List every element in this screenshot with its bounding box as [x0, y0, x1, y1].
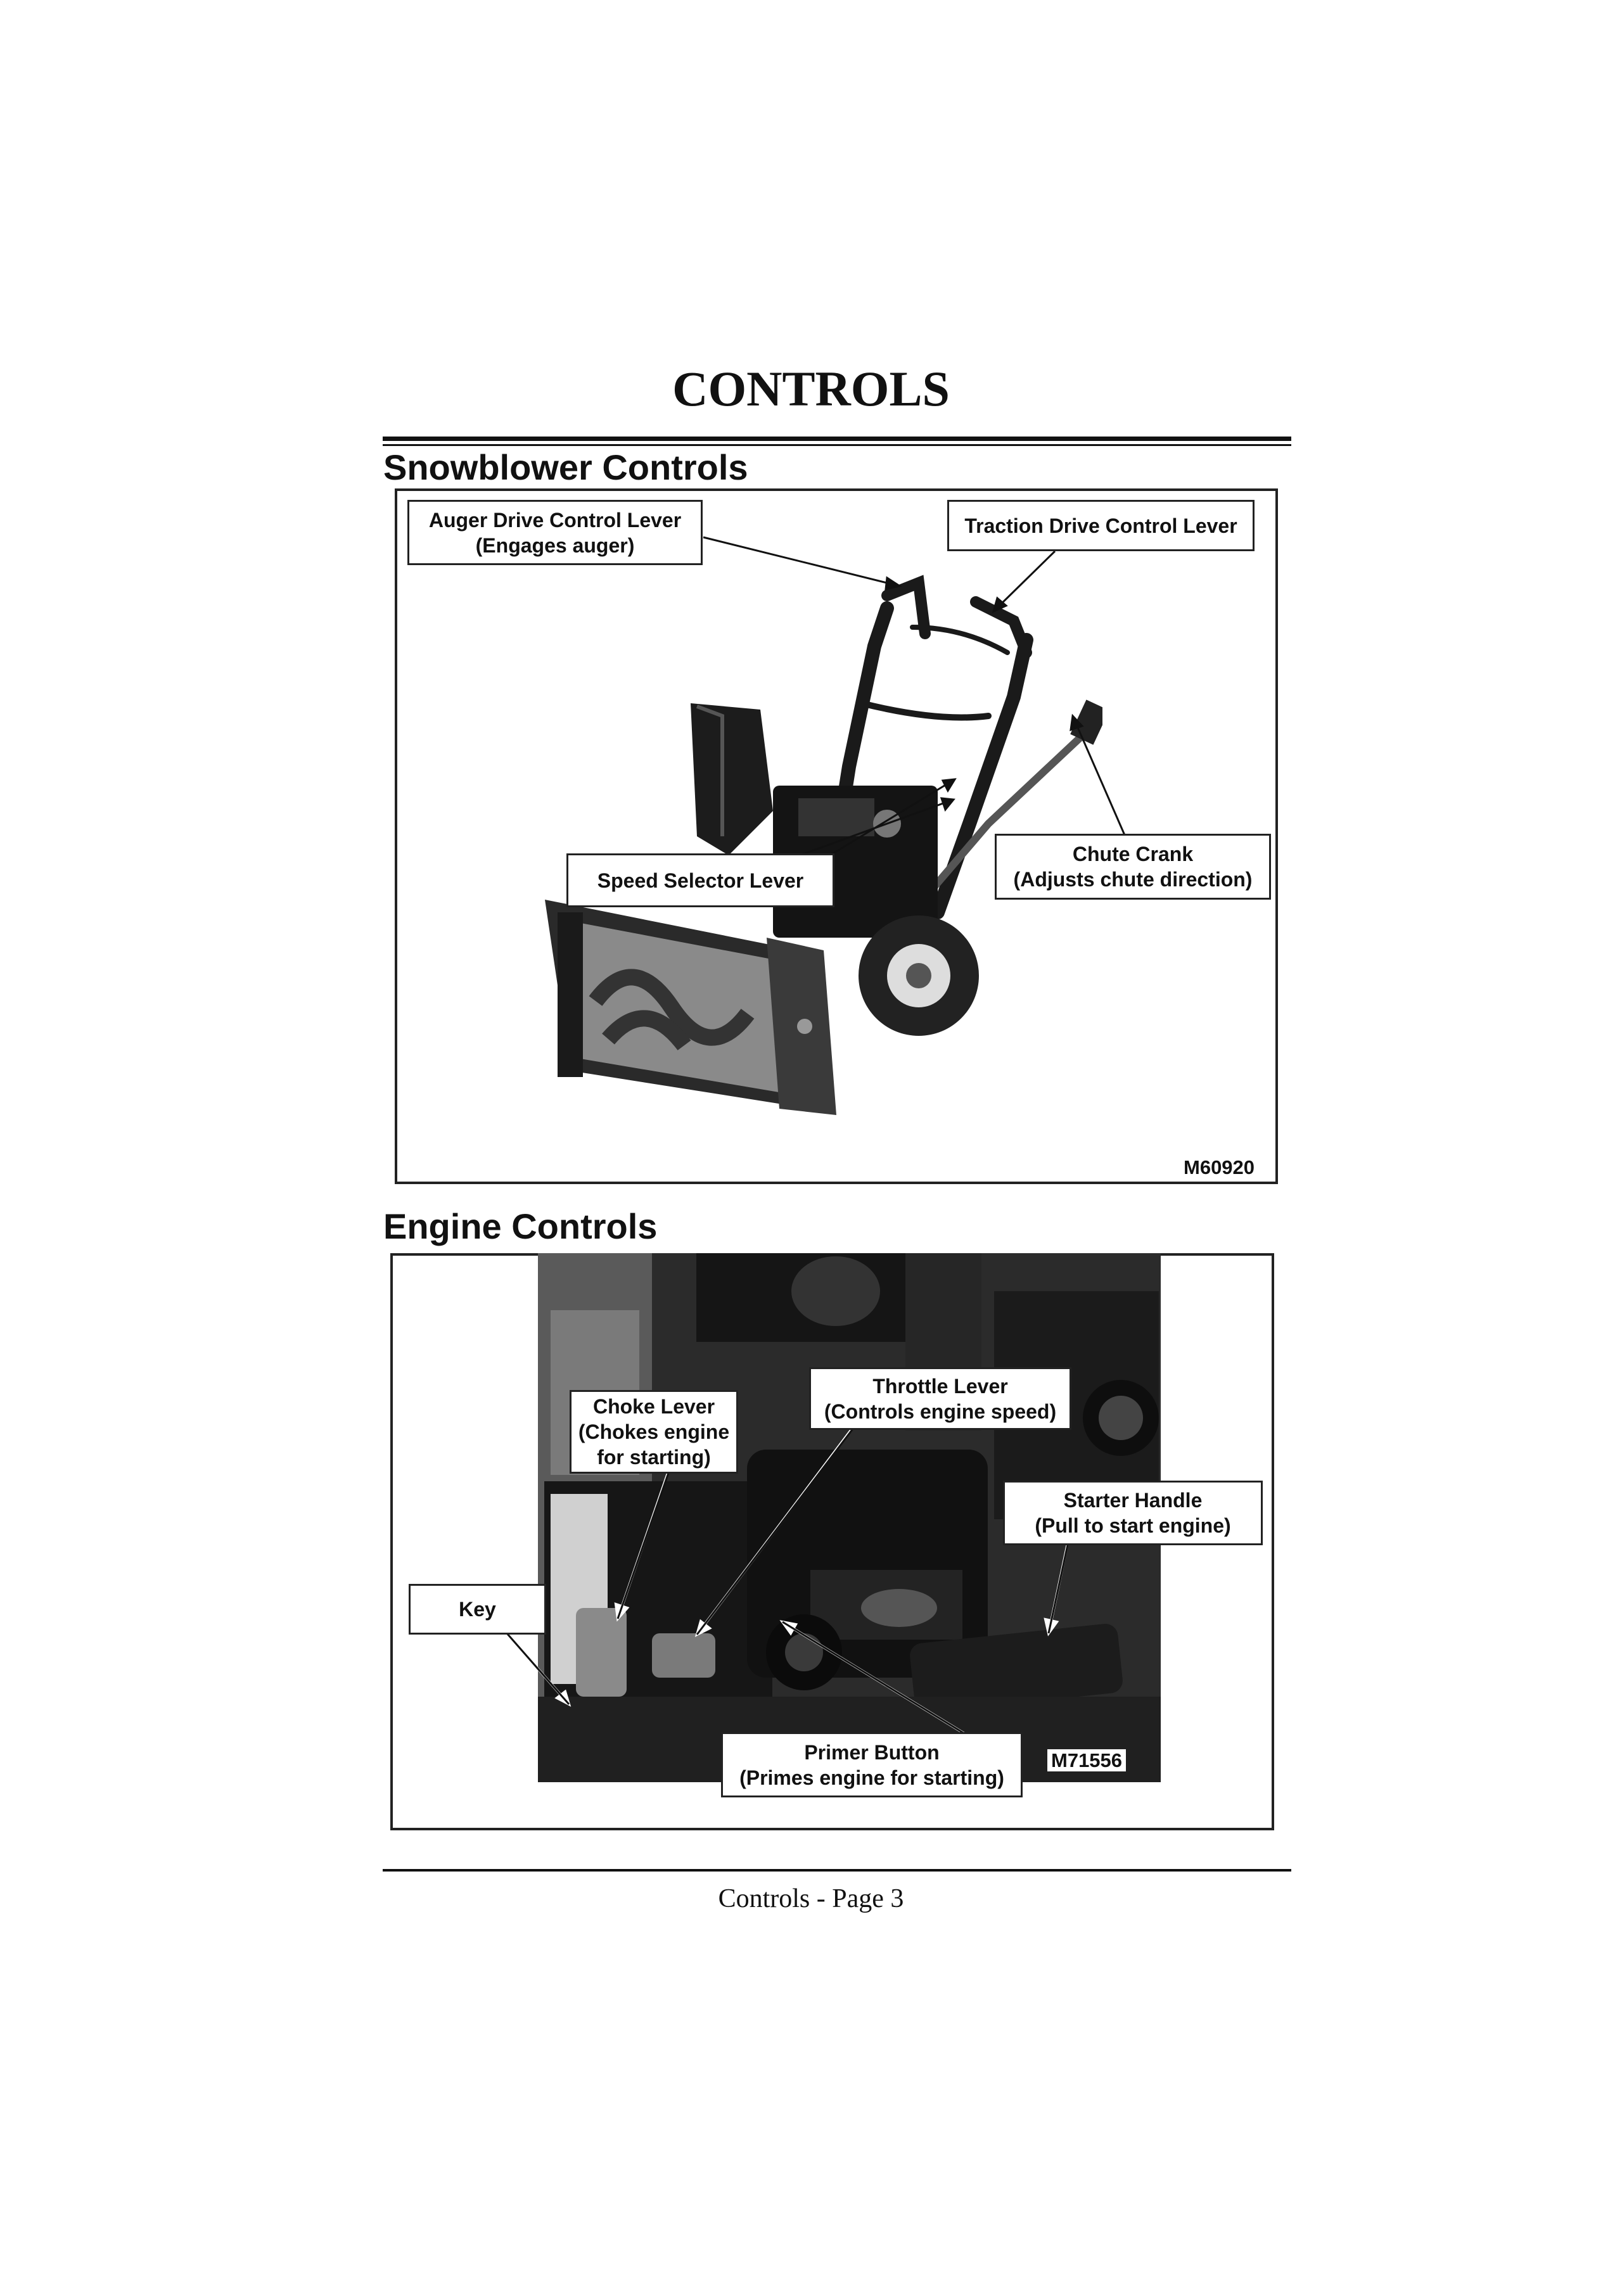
primer-button-label: Primer Button: [804, 1740, 939, 1765]
speed-selector-label: Speed Selector Lever: [597, 868, 803, 893]
auger-drive-callout: Auger Drive Control Lever (Engages auger…: [407, 500, 703, 565]
engine-controls-heading: Engine Controls: [383, 1209, 657, 1244]
key-label: Key: [459, 1597, 496, 1622]
engine-figure-code: M71556: [1047, 1749, 1126, 1771]
starter-handle-label: Starter Handle: [1064, 1488, 1203, 1513]
choke-lever-label: Choke Lever: [593, 1394, 715, 1419]
chute-crank-callout: Chute Crank (Adjusts chute direction): [995, 834, 1271, 900]
auger-drive-label: Auger Drive Control Lever: [429, 507, 681, 533]
throttle-lever-callout: Throttle Lever (Controls engine speed): [809, 1367, 1071, 1430]
title-rule-thin: [383, 444, 1291, 446]
primer-button-callout: Primer Button (Primes engine for startin…: [721, 1732, 1023, 1797]
snowblower-figure-code: M60920: [1180, 1156, 1258, 1178]
title-rule: [383, 437, 1291, 441]
page-title: CONTROLS: [0, 364, 1622, 414]
primer-button-description: (Primes engine for starting): [739, 1765, 1004, 1790]
snowblower-controls-heading: Snowblower Controls: [383, 450, 748, 485]
starter-handle-callout: Starter Handle (Pull to start engine): [1003, 1481, 1263, 1545]
chute-crank-label: Chute Crank: [1073, 841, 1193, 867]
choke-lever-description-1: (Chokes engine: [578, 1419, 729, 1445]
page-footer: Controls - Page 3: [0, 1885, 1622, 1912]
footer-rule: [383, 1869, 1291, 1872]
throttle-lever-description: (Controls engine speed): [824, 1399, 1056, 1424]
throttle-lever-label: Throttle Lever: [872, 1374, 1007, 1399]
chute-crank-description: (Adjusts chute direction): [1014, 867, 1253, 892]
starter-handle-description: (Pull to start engine): [1035, 1513, 1230, 1538]
choke-lever-callout: Choke Lever (Chokes engine for starting): [570, 1390, 738, 1474]
speed-selector-callout: Speed Selector Lever: [566, 853, 834, 907]
traction-drive-callout: Traction Drive Control Lever: [947, 500, 1255, 551]
auger-drive-description: (Engages auger): [476, 533, 635, 558]
choke-lever-description-2: for starting): [597, 1445, 711, 1470]
traction-drive-label: Traction Drive Control Lever: [964, 513, 1237, 539]
key-callout: Key: [409, 1584, 546, 1635]
